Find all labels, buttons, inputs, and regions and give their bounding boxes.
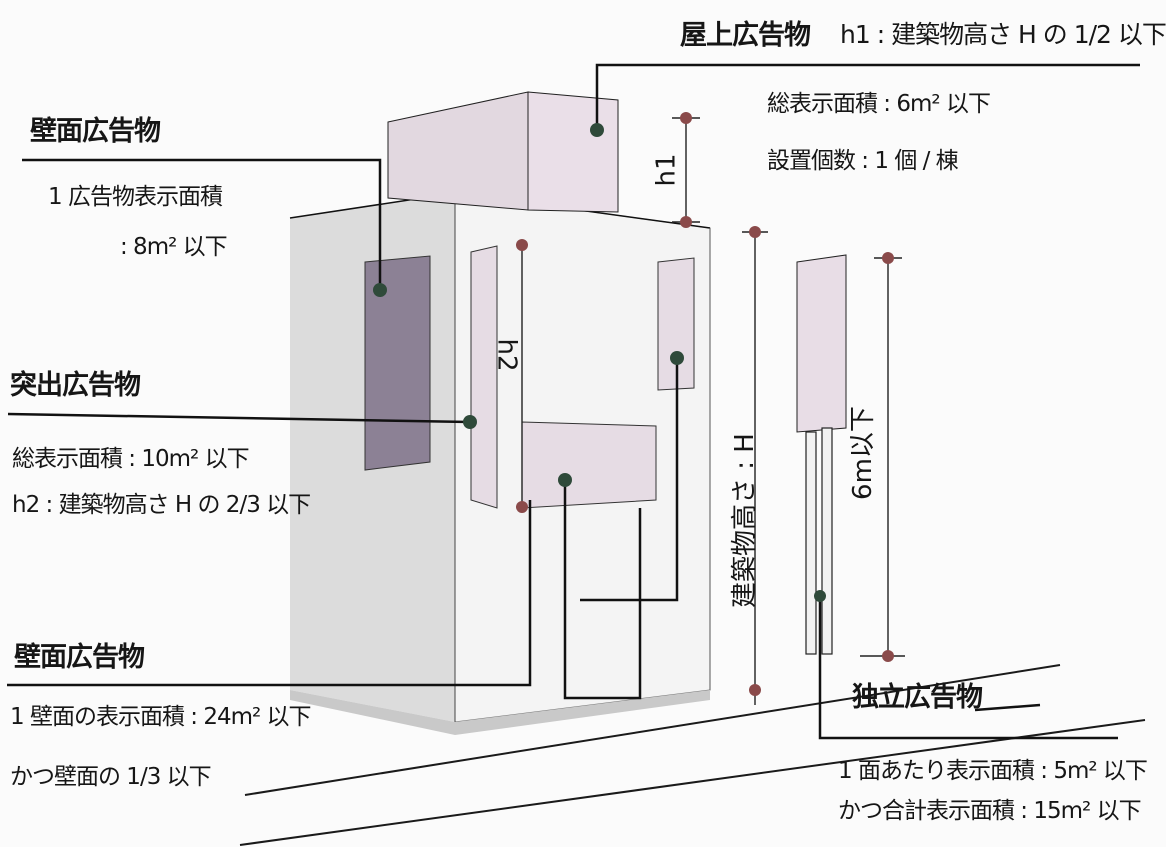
wall-bottom-rule: かつ壁面の 1/3 以下 <box>10 764 212 790</box>
sign-height-label: 6m以下 <box>848 406 878 500</box>
building-height-label: 建築物高さ : H <box>730 433 760 608</box>
wall-top-area-line2: : 8m² 以下 <box>120 234 228 260</box>
projecting-area: 総表示面積 : 10m² 以下 <box>12 446 250 472</box>
rooftop-title: 屋上広告物 <box>680 20 811 51</box>
rooftop-area: 総表示面積 : 6m² 以下 <box>767 91 991 117</box>
wall-bottom-title: 壁面広告物 <box>14 642 145 673</box>
ground-lines <box>239 664 1146 846</box>
wall-sign-panel <box>364 255 431 471</box>
rooftop-rule: h1 : 建築物高さ H の 1/2 以下 <box>840 20 1166 49</box>
freestanding-title: 独立広告物 <box>852 682 983 713</box>
rooftop-count: 設置個数 : 1 個 / 棟 <box>767 148 959 174</box>
building-shadow <box>290 690 710 735</box>
h1-label: h1 <box>651 153 682 187</box>
freestanding-total: かつ合計表示面積 : 15m² 以下 <box>838 798 1142 824</box>
projecting-sign-panel <box>470 245 498 509</box>
freestanding-sign <box>796 254 847 655</box>
small-wall-sign-panel <box>657 257 695 391</box>
markers <box>373 112 894 696</box>
dimension-lines <box>521 117 905 705</box>
lower-wall-sign-panel <box>521 421 657 509</box>
projecting-rule: h2 : 建築物高さ H の 2/3 以下 <box>12 492 311 518</box>
leader-lines <box>7 63 1140 740</box>
wall-top-title: 壁面広告物 <box>30 116 161 147</box>
projecting-title: 突出広告物 <box>10 370 141 401</box>
wall-top-area-line1: 1 広告物表示面積 <box>48 184 223 210</box>
wall-bottom-area: 1 壁面の表示面積 : 24m² 以下 <box>10 704 312 730</box>
rooftop-sign <box>387 91 619 213</box>
freestanding-area: 1 面あたり表示面積 : 5m² 以下 <box>838 758 1148 784</box>
h2-label: h2 <box>491 338 522 372</box>
